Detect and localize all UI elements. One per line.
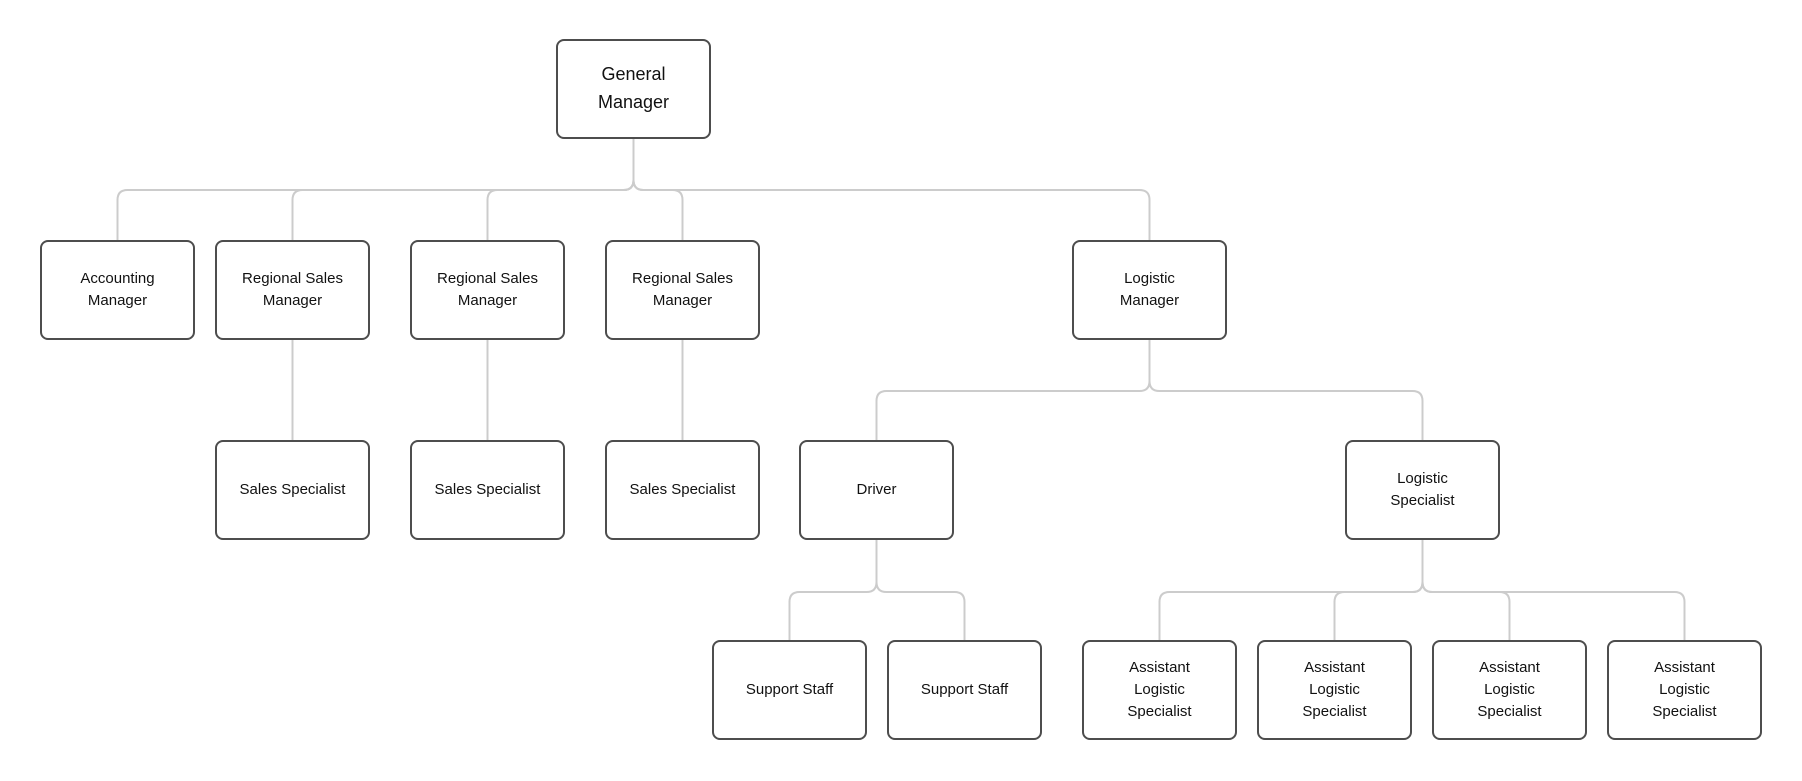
org-node-support-staff-1: Support Staff bbox=[712, 640, 867, 740]
org-node-regional-sales-manager-1: Regional Sales Manager bbox=[215, 240, 370, 340]
org-node-regional-sales-manager-2: Regional Sales Manager bbox=[410, 240, 565, 340]
org-node-label: Sales Specialist bbox=[434, 481, 541, 499]
org-node-general-manager: General Manager bbox=[556, 39, 711, 139]
org-node-label: Regional Sales Manager bbox=[437, 270, 538, 309]
org-node-label: Regional Sales Manager bbox=[242, 270, 343, 309]
org-node-sales-specialist-2: Sales Specialist bbox=[410, 440, 565, 540]
org-node-label: Assistant Logistic Specialist bbox=[1302, 659, 1367, 720]
org-node-regional-sales-manager-3: Regional Sales Manager bbox=[605, 240, 760, 340]
org-node-sales-specialist-3: Sales Specialist bbox=[605, 440, 760, 540]
org-node-assistant-logistic-specialist-2: Assistant Logistic Specialist bbox=[1257, 640, 1412, 740]
connector bbox=[1148, 340, 1424, 440]
org-node-label: Regional Sales Manager bbox=[632, 270, 733, 309]
connector bbox=[1158, 540, 1424, 640]
connector bbox=[1333, 540, 1424, 640]
org-node-label: Support Staff bbox=[920, 681, 1009, 699]
org-node-assistant-logistic-specialist-4: Assistant Logistic Specialist bbox=[1607, 640, 1762, 740]
org-node-logistic-specialist: Logistic Specialist bbox=[1345, 440, 1500, 540]
connector bbox=[632, 139, 1151, 240]
org-node-assistant-logistic-specialist-3: Assistant Logistic Specialist bbox=[1432, 640, 1587, 740]
org-node-driver: Driver bbox=[799, 440, 954, 540]
connector bbox=[486, 139, 635, 240]
org-node-label: Logistic Manager bbox=[1119, 270, 1180, 309]
org-node-support-staff-2: Support Staff bbox=[887, 640, 1042, 740]
org-node-label: Assistant Logistic Specialist bbox=[1652, 659, 1717, 720]
org-node-label: Driver bbox=[856, 481, 897, 499]
org-node-label: Support Staff bbox=[745, 681, 834, 699]
org-node-accounting-manager: Accounting Manager bbox=[40, 240, 195, 340]
org-node-label: Logistic Specialist bbox=[1390, 470, 1455, 509]
connector bbox=[1421, 540, 1511, 640]
connector bbox=[788, 540, 878, 640]
org-node-sales-specialist-1: Sales Specialist bbox=[215, 440, 370, 540]
org-node-label: General Manager bbox=[597, 64, 670, 112]
org-node-label: Sales Specialist bbox=[239, 481, 346, 499]
connector bbox=[875, 340, 1151, 440]
org-node-label: Sales Specialist bbox=[629, 481, 736, 499]
org-node-label: Accounting Manager bbox=[80, 270, 155, 309]
org-node-label: Assistant Logistic Specialist bbox=[1477, 659, 1542, 720]
connector bbox=[1421, 540, 1686, 640]
org-node-logistic-manager: Logistic Manager bbox=[1072, 240, 1227, 340]
org-node-assistant-logistic-specialist-1: Assistant Logistic Specialist bbox=[1082, 640, 1237, 740]
org-node-label: Assistant Logistic Specialist bbox=[1127, 659, 1192, 720]
connector bbox=[875, 540, 966, 640]
